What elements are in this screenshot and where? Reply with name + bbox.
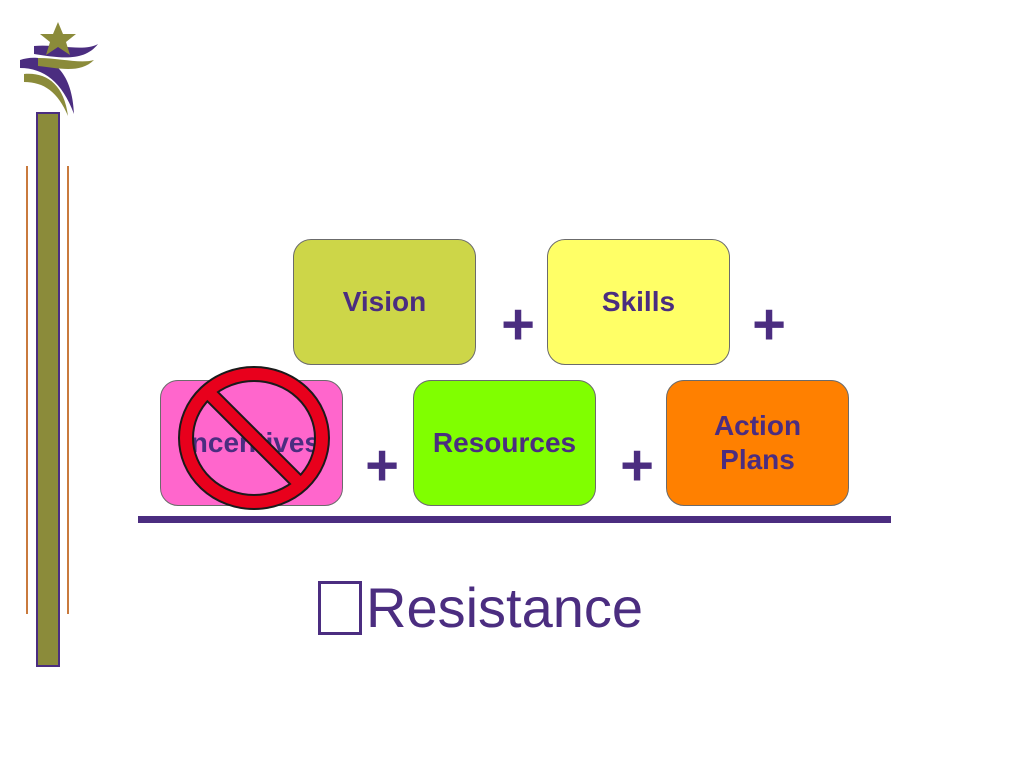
action-plans-label-line2: Plans [720, 444, 795, 475]
skills-label: Skills [601, 286, 676, 318]
plus-operator: + [365, 433, 399, 498]
star-swoosh-logo [20, 22, 98, 116]
missing-glyph-box [318, 581, 362, 635]
result-label: Resistance [366, 576, 644, 639]
result: Resistance [318, 568, 738, 648]
right-thin-rule [67, 166, 69, 614]
left-vertical-bar [36, 112, 60, 667]
action-plans-label-line1: Action [713, 410, 802, 442]
left-thin-rule [26, 166, 28, 614]
vision-label: Vision [342, 286, 427, 318]
skills-box: Skills [547, 239, 730, 365]
plus-operator: + [620, 433, 654, 498]
plus-operator: + [501, 292, 535, 357]
plus-operator: + [752, 292, 786, 357]
vision-box: Vision [293, 239, 476, 365]
action-plans-box: Action Plans [666, 380, 849, 506]
sum-rule [138, 516, 891, 523]
no-sign-icon [178, 366, 330, 510]
resources-label: Resources [432, 427, 577, 459]
resources-box: Resources [413, 380, 596, 506]
